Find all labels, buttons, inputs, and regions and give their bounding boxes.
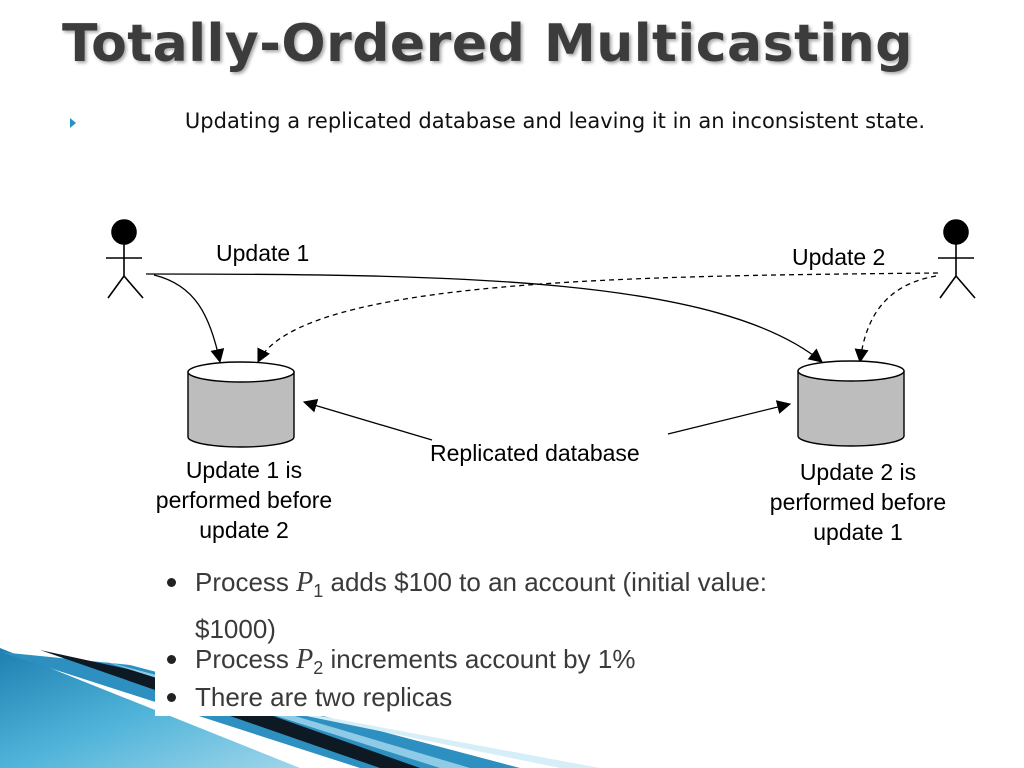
bullet-dot-icon [167, 693, 176, 702]
bullet-dot-icon [167, 655, 176, 664]
update1-label: Update 1 [216, 240, 309, 266]
left-database-icon [187, 361, 295, 448]
bullet-arrow-icon [70, 118, 76, 128]
left-caption-line-1: Update 1 is [186, 457, 302, 483]
fact-text: Process P1 adds $100 to an account (init… [195, 567, 768, 645]
facts-list: Process P1 adds $100 to an account (init… [155, 560, 945, 716]
replicated-left-arrow [302, 398, 433, 441]
right-caption-line-3: update 1 [813, 519, 903, 545]
right-user-icon [938, 219, 976, 299]
right-caption-line-2: performed before [770, 489, 946, 515]
replicated-database-label: Replicated database [430, 440, 640, 466]
bullet-dot-icon [167, 578, 176, 587]
update2-local-arrow [854, 275, 937, 364]
fact-text: Process P2 increments account by 1% [195, 644, 636, 679]
intro-bullet-text: Updating a replicated database and leavi… [184, 109, 926, 133]
fact-text: There are two replicas [195, 682, 453, 712]
left-caption-line-3: update 2 [199, 517, 289, 543]
update1-local-arrow [153, 274, 225, 364]
replicated-right-arrow [667, 400, 792, 435]
slide-title: Totally-Ordered Multicasting [62, 14, 914, 74]
update2-long-arrow [257, 272, 939, 364]
left-user-icon [106, 219, 144, 299]
update1-long-arrow [145, 273, 823, 363]
right-caption-line-1: Update 2 is [800, 459, 916, 485]
left-caption-line-2: performed before [156, 487, 332, 513]
update2-label: Update 2 [792, 244, 885, 270]
right-database-icon [797, 360, 905, 447]
